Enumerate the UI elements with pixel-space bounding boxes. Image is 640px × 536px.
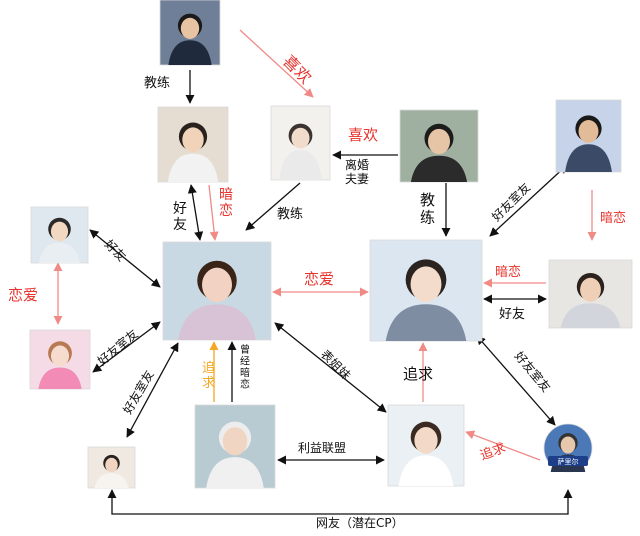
node-cousin-girl: [387, 404, 465, 487]
edge-label: 离婚夫妻: [345, 157, 369, 186]
figure-body: [565, 144, 612, 172]
figure-body: [385, 304, 467, 341]
edge-label: 追求: [202, 360, 215, 391]
edge-label: 教练: [420, 191, 435, 226]
edge-label: 网友（潜在CP）: [316, 516, 404, 530]
figure-body: [206, 457, 264, 488]
node-main-boy: [369, 239, 483, 342]
figure-body: [94, 473, 129, 488]
figure-body: [38, 367, 82, 389]
edge-line: [92, 321, 161, 373]
edge-label: 追求: [403, 365, 433, 383]
edge-label: 利益联盟: [298, 441, 346, 455]
figure-face: [180, 17, 200, 39]
figure-face: [578, 119, 599, 143]
edge-line: [489, 164, 568, 237]
edge-label: 追求: [478, 440, 508, 464]
edge-label: 好友: [499, 306, 525, 322]
figure-face: [222, 427, 248, 456]
edge-line: [245, 182, 301, 231]
figure-face: [414, 426, 438, 454]
figure-body: [410, 155, 468, 182]
edge-line: [187, 184, 204, 241]
figure-face: [182, 127, 204, 153]
node-coach-right: [399, 109, 479, 183]
figure-body: [279, 149, 322, 180]
node-divorced-woman: [270, 105, 331, 181]
edge-line: [126, 342, 179, 438]
node-reading-girl: [87, 446, 136, 489]
node-main-girl: [162, 241, 272, 341]
edge-line: [208, 184, 219, 241]
edge-label: 好友室友: [512, 348, 554, 394]
edge-label: 恋爱: [8, 286, 38, 304]
figure-face: [560, 436, 576, 454]
edge-label: 教练: [144, 75, 170, 91]
edge-label: 表姐妹: [318, 347, 353, 382]
figure-body: [167, 153, 219, 182]
node-white-hair-boy: [194, 404, 276, 489]
node-short-hair-girl: [548, 259, 633, 329]
figure-body: [560, 303, 621, 328]
edge-line: [476, 335, 556, 426]
figure-face: [427, 128, 451, 155]
edge-label: 好友: [173, 201, 187, 233]
edge-label: 喜欢: [348, 126, 378, 144]
edge-label: 暗恋: [495, 264, 521, 280]
edge-line: [465, 430, 541, 461]
node-left-boy: [30, 206, 89, 264]
edge-label: 暗恋: [219, 187, 233, 219]
figure-face: [202, 267, 232, 303]
edge-line: [89, 229, 161, 288]
figure-body: [168, 40, 212, 65]
figure-face: [291, 127, 310, 149]
figure-body: [178, 304, 256, 340]
node-cap-boy: 萨里尔: [543, 423, 593, 473]
figure-face: [50, 221, 69, 242]
edge-label: 好友室友: [94, 326, 140, 368]
figure-body: [38, 242, 81, 263]
figure-face: [105, 457, 118, 473]
name-plate: [548, 456, 588, 466]
edge-label: 教练: [277, 206, 303, 222]
edge-label: 曾经暗恋: [240, 343, 250, 391]
edge-line: [274, 322, 387, 413]
edge-line: [107, 489, 573, 515]
node-coach-top: [159, 0, 221, 66]
figure-face: [410, 266, 442, 303]
node-pink-girl: [29, 329, 91, 390]
node-sports-girl: [555, 99, 622, 173]
edge-label: 喜欢: [279, 51, 315, 87]
name-plate-text: 萨里尔: [558, 457, 579, 466]
edge-label: 暗恋: [600, 210, 626, 226]
figure-face: [50, 345, 70, 367]
edge-line: [239, 29, 314, 98]
node-friend-boy: [157, 106, 229, 183]
edge-label: 恋爱: [304, 270, 334, 288]
edge-label: 好友: [102, 237, 129, 264]
figure-body: [398, 455, 454, 486]
figure-face: [580, 277, 601, 302]
